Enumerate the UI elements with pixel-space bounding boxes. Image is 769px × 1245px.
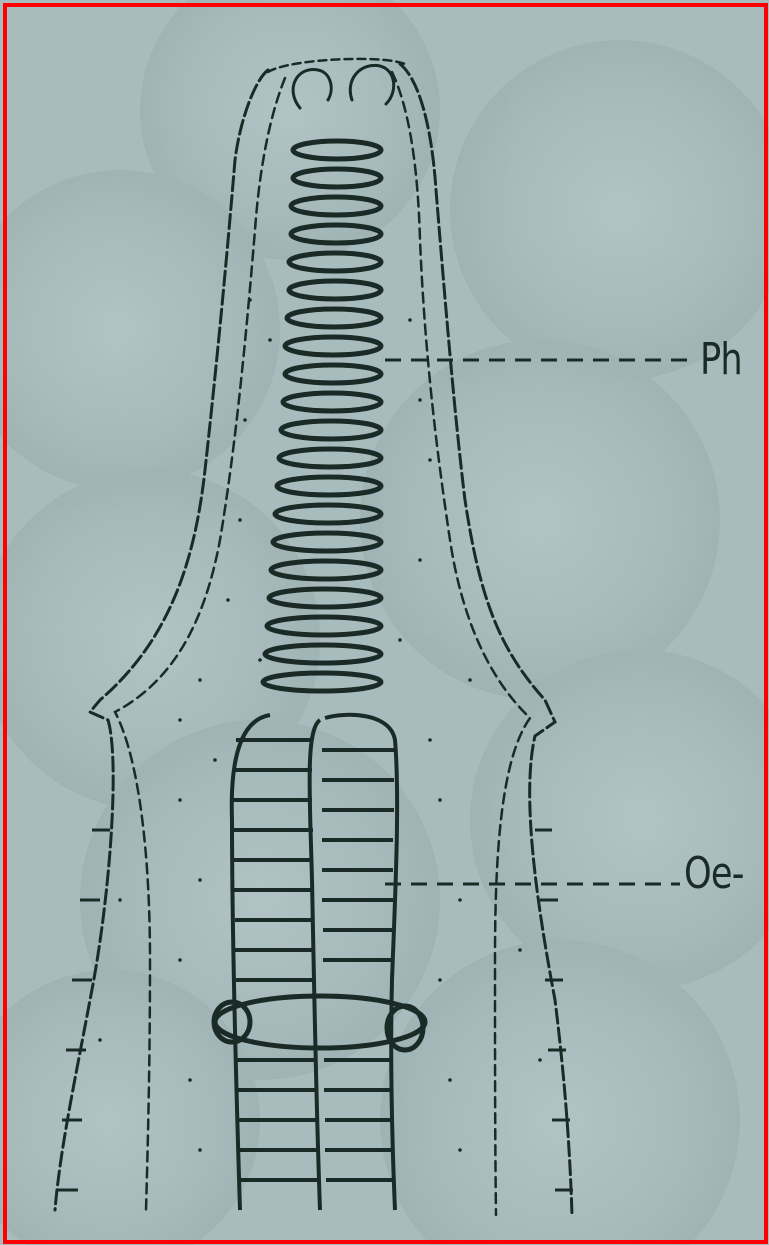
pharynx-label: Ph (700, 338, 742, 382)
oesophagus-label: Oe- (684, 852, 744, 896)
